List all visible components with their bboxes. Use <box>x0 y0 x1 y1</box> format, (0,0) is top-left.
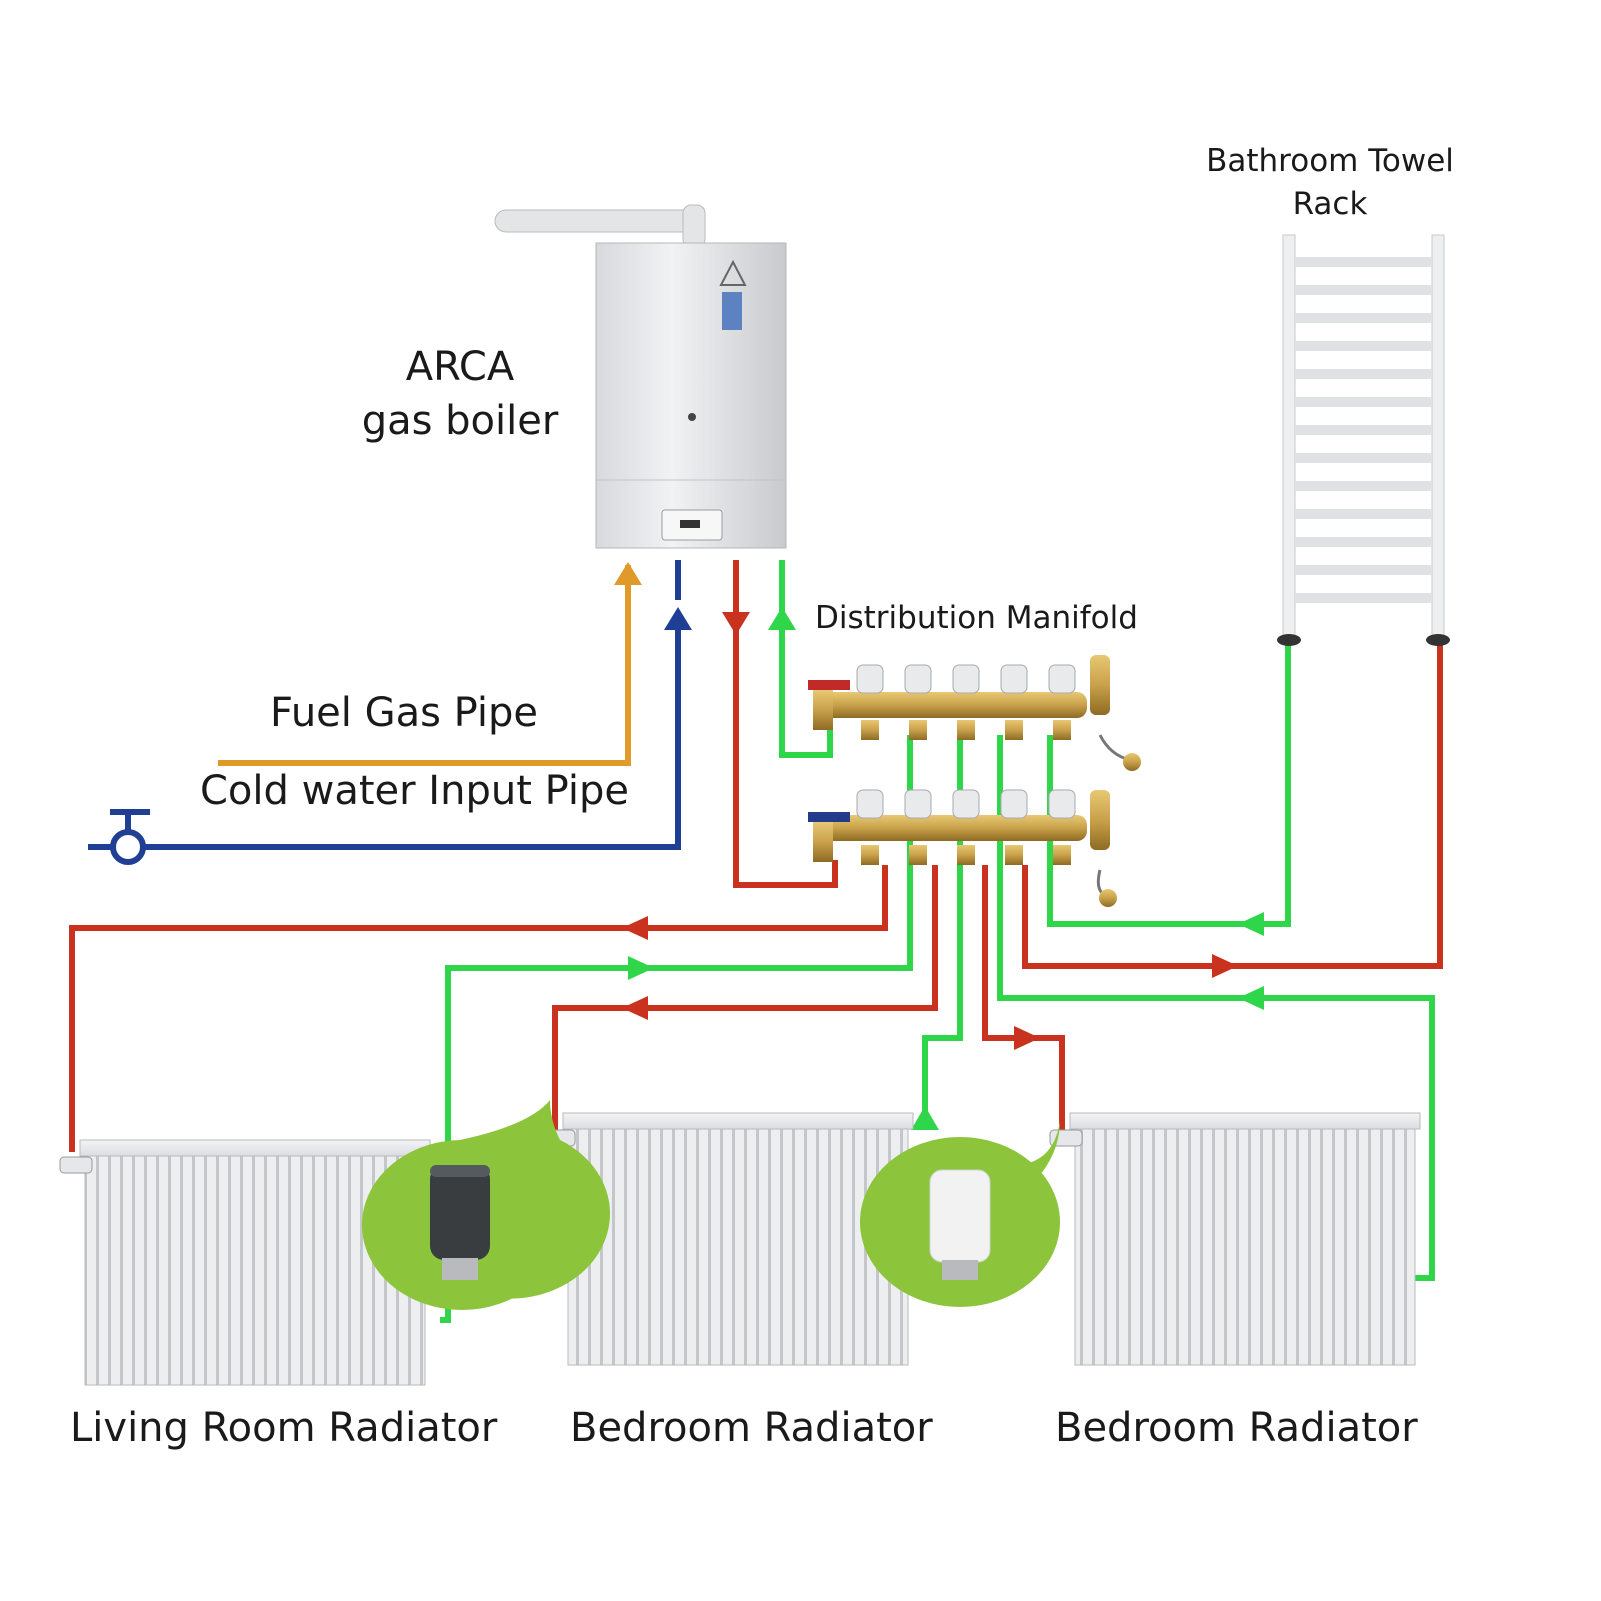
manifold-valve-cap <box>856 789 884 819</box>
manifold-valve-cap <box>856 664 884 694</box>
cold-water-pipe-label: Cold water Input Pipe <box>200 768 629 814</box>
towel-rack <box>1277 234 1450 646</box>
bedroom2-return-pipe <box>997 735 1435 1281</box>
towel-return-pipe <box>1047 645 1291 927</box>
boiler-return-pipe <box>779 560 833 758</box>
radiator-bedroom-2 <box>1049 1112 1421 1366</box>
boiler-label-line2: gas boiler <box>361 398 559 444</box>
thermostat-bubble-bedroom <box>860 1120 1060 1307</box>
boiler-supply-pipe <box>733 560 838 888</box>
manifold-outlet <box>909 845 927 865</box>
gas-boiler <box>494 204 787 549</box>
gas-arrow <box>614 562 642 585</box>
manifold-label: Distribution Manifold <box>815 600 1138 636</box>
manifold-outlet <box>957 720 975 740</box>
manifold-outlet <box>1005 720 1023 740</box>
bedroom1-supply-pipe <box>552 865 938 1130</box>
manifold-valve-cap <box>1048 789 1076 819</box>
radiator-living-room <box>59 1139 431 1386</box>
boiler-label-line1: ARCA <box>405 344 515 390</box>
boiler-label: ARCA gas boiler <box>340 340 580 448</box>
bedroom-radiator-label-1: Bedroom Radiator <box>570 1405 933 1451</box>
manifold-outlet <box>1005 845 1023 865</box>
manifold-outlet <box>1053 845 1071 865</box>
gas-pipe <box>218 565 631 766</box>
distribution-manifold <box>808 655 1141 907</box>
bedroom1-return-pipe <box>922 735 963 1130</box>
gas-pipe-label: Fuel Gas Pipe <box>270 690 539 736</box>
thermostat-icon <box>430 1165 490 1280</box>
towel-label-line1: Bathroom Towel <box>1206 143 1454 179</box>
towel-rack-label: Bathroom Towel Rack <box>1180 140 1480 226</box>
manifold-valve-cap <box>904 789 932 819</box>
living-supply-pipe <box>69 865 888 1152</box>
manifold-valve-cap <box>1048 664 1076 694</box>
manifold-outlet <box>957 845 975 865</box>
manifold-outlet <box>861 845 879 865</box>
manifold-valve-cap <box>1000 664 1028 694</box>
manifold-outlet <box>909 720 927 740</box>
manifold-valve-cap <box>952 789 980 819</box>
thermostat-icon <box>929 1169 991 1280</box>
pipes <box>69 560 1443 1323</box>
manifold-valve-cap <box>952 664 980 694</box>
thermostat-bubble-living <box>362 1100 610 1310</box>
manifold-outlet <box>861 720 879 740</box>
bedroom-radiator-label-2: Bedroom Radiator <box>1055 1405 1418 1451</box>
valve-icon <box>110 809 150 865</box>
towel-label-line2: Rack <box>1292 186 1368 222</box>
radiator-bedroom-1 <box>542 1112 914 1366</box>
manifold-outlet <box>1053 720 1071 740</box>
manifold-valve-cap <box>1000 789 1028 819</box>
cold-water-pipe <box>88 615 681 850</box>
manifold-valve-cap <box>904 664 932 694</box>
living-return-pipe <box>440 735 913 1323</box>
living-room-radiator-label: Living Room Radiator <box>70 1405 498 1451</box>
towel-supply-pipe <box>1022 645 1443 969</box>
